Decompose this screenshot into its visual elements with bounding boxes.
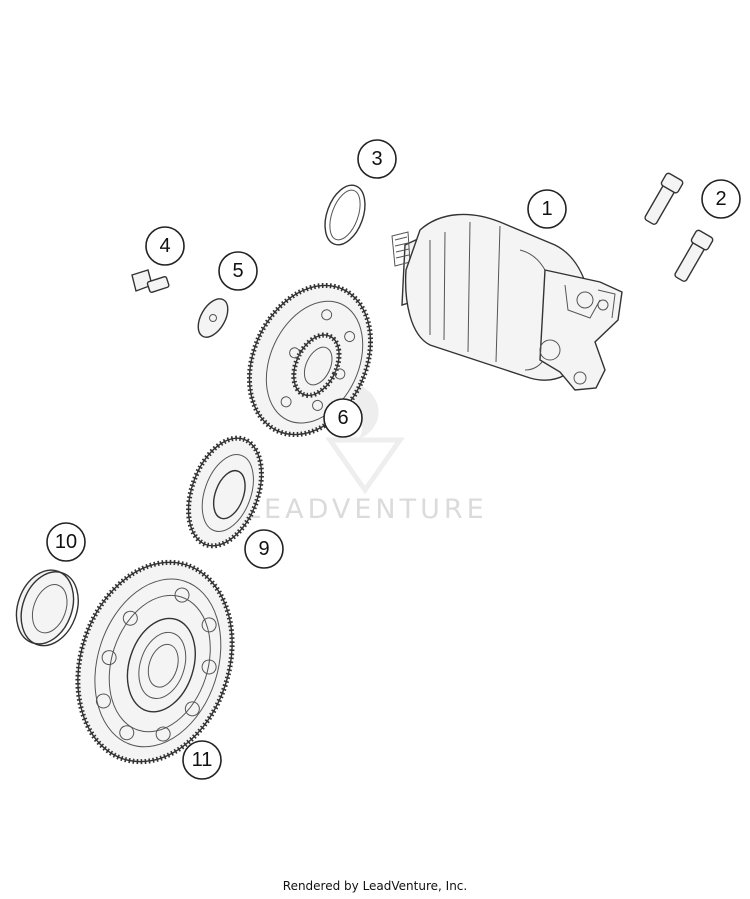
callout-label: 5 [232,260,243,282]
washer [197,298,229,338]
bolt [131,269,170,293]
callout-label: 2 [715,188,726,210]
callout-label: 6 [337,407,348,429]
leadventure-logo-icon [325,385,405,495]
o-ring [324,184,366,246]
watermark-text: LEADVENTURE [245,494,488,525]
callout-10: 10 [46,522,86,562]
leadventure-watermark: LEADVENTURE [245,385,488,525]
mounting-screws [644,172,714,282]
callout-1: 1 [527,189,567,229]
callout-label: 10 [55,531,77,553]
callout-3: 3 [357,139,397,179]
callout-5: 5 [218,251,258,291]
callout-label: 11 [192,749,213,771]
callout-9: 9 [244,529,284,569]
starter-ring-gear [75,559,235,765]
callout-label: 3 [371,148,382,170]
callout-label: 1 [541,198,552,220]
intermediate-gear [246,282,374,438]
callout-4: 4 [145,226,185,266]
callout-2: 2 [701,179,741,219]
oil-seal [15,569,79,647]
starter-motor [391,213,623,391]
callout-label: 9 [258,538,269,560]
rendered-by-footer: Rendered by LeadVenture, Inc. [282,879,468,893]
callout-11: 11 [182,740,222,780]
callout-label: 4 [159,235,170,257]
gear [186,435,264,549]
callout-6: 6 [323,398,363,438]
